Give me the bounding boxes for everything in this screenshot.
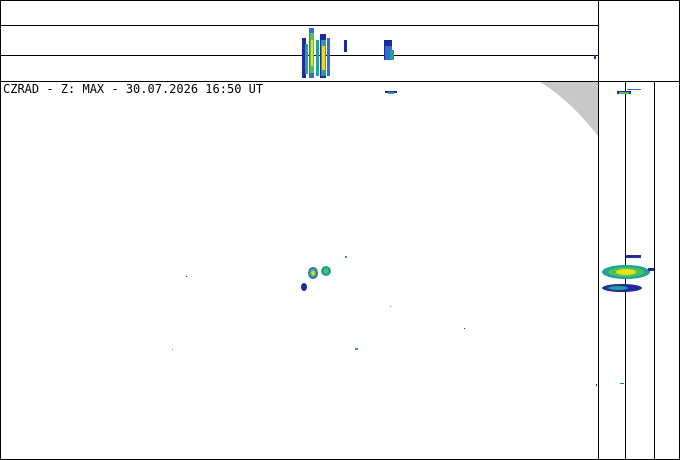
plan-view (172, 82, 598, 386)
out-of-range-area (540, 82, 598, 136)
top-profile-echoes (302, 28, 596, 78)
side-profile-panel (598, 0, 655, 460)
plan-view-echoes (172, 91, 597, 386)
top-profile-panel (0, 25, 680, 82)
side-profile-echoes (602, 89, 654, 384)
radar-product-title: CZRAD - Z: MAX - 30.07.2026 16:50 UT (3, 82, 264, 96)
